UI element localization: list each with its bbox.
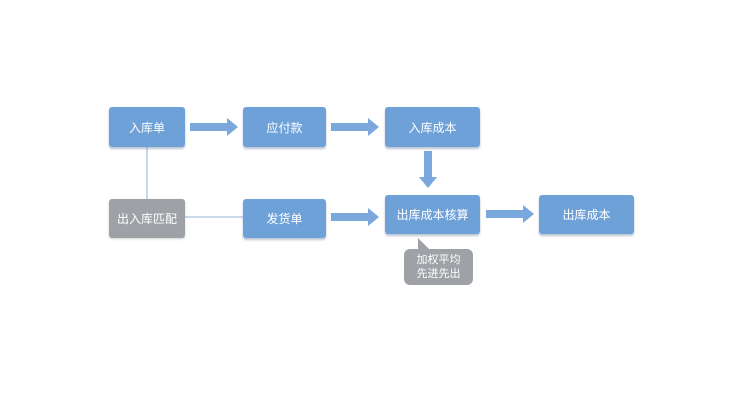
node-outbound-cost: 出库成本 <box>539 195 634 234</box>
node-inbound-cost: 入库成本 <box>385 107 480 147</box>
node-payable: 应付款 <box>243 107 326 147</box>
node-outbound-cost-accounting: 出库成本核算 <box>385 195 480 234</box>
node-inbound-order: 入库单 <box>109 107 185 147</box>
arrow-inbound-cost-down <box>419 151 437 188</box>
arrow-inbound-to-payable <box>190 118 238 136</box>
node-in-out-match: 出入库匹配 <box>109 199 185 238</box>
node-delivery-order: 发货单 <box>243 199 326 238</box>
callout-tail <box>418 238 430 250</box>
arrow-delivery-to-accounting <box>331 208 379 226</box>
callout-line-weighted-average: 加权平均 <box>416 253 461 266</box>
method-callout: 加权平均 先进先出 <box>404 249 473 285</box>
callout-line-fifo: 先进先出 <box>416 267 461 280</box>
arrow-payable-to-inbound-cost <box>331 118 379 136</box>
arrow-accounting-to-outbound-cost <box>486 205 534 223</box>
